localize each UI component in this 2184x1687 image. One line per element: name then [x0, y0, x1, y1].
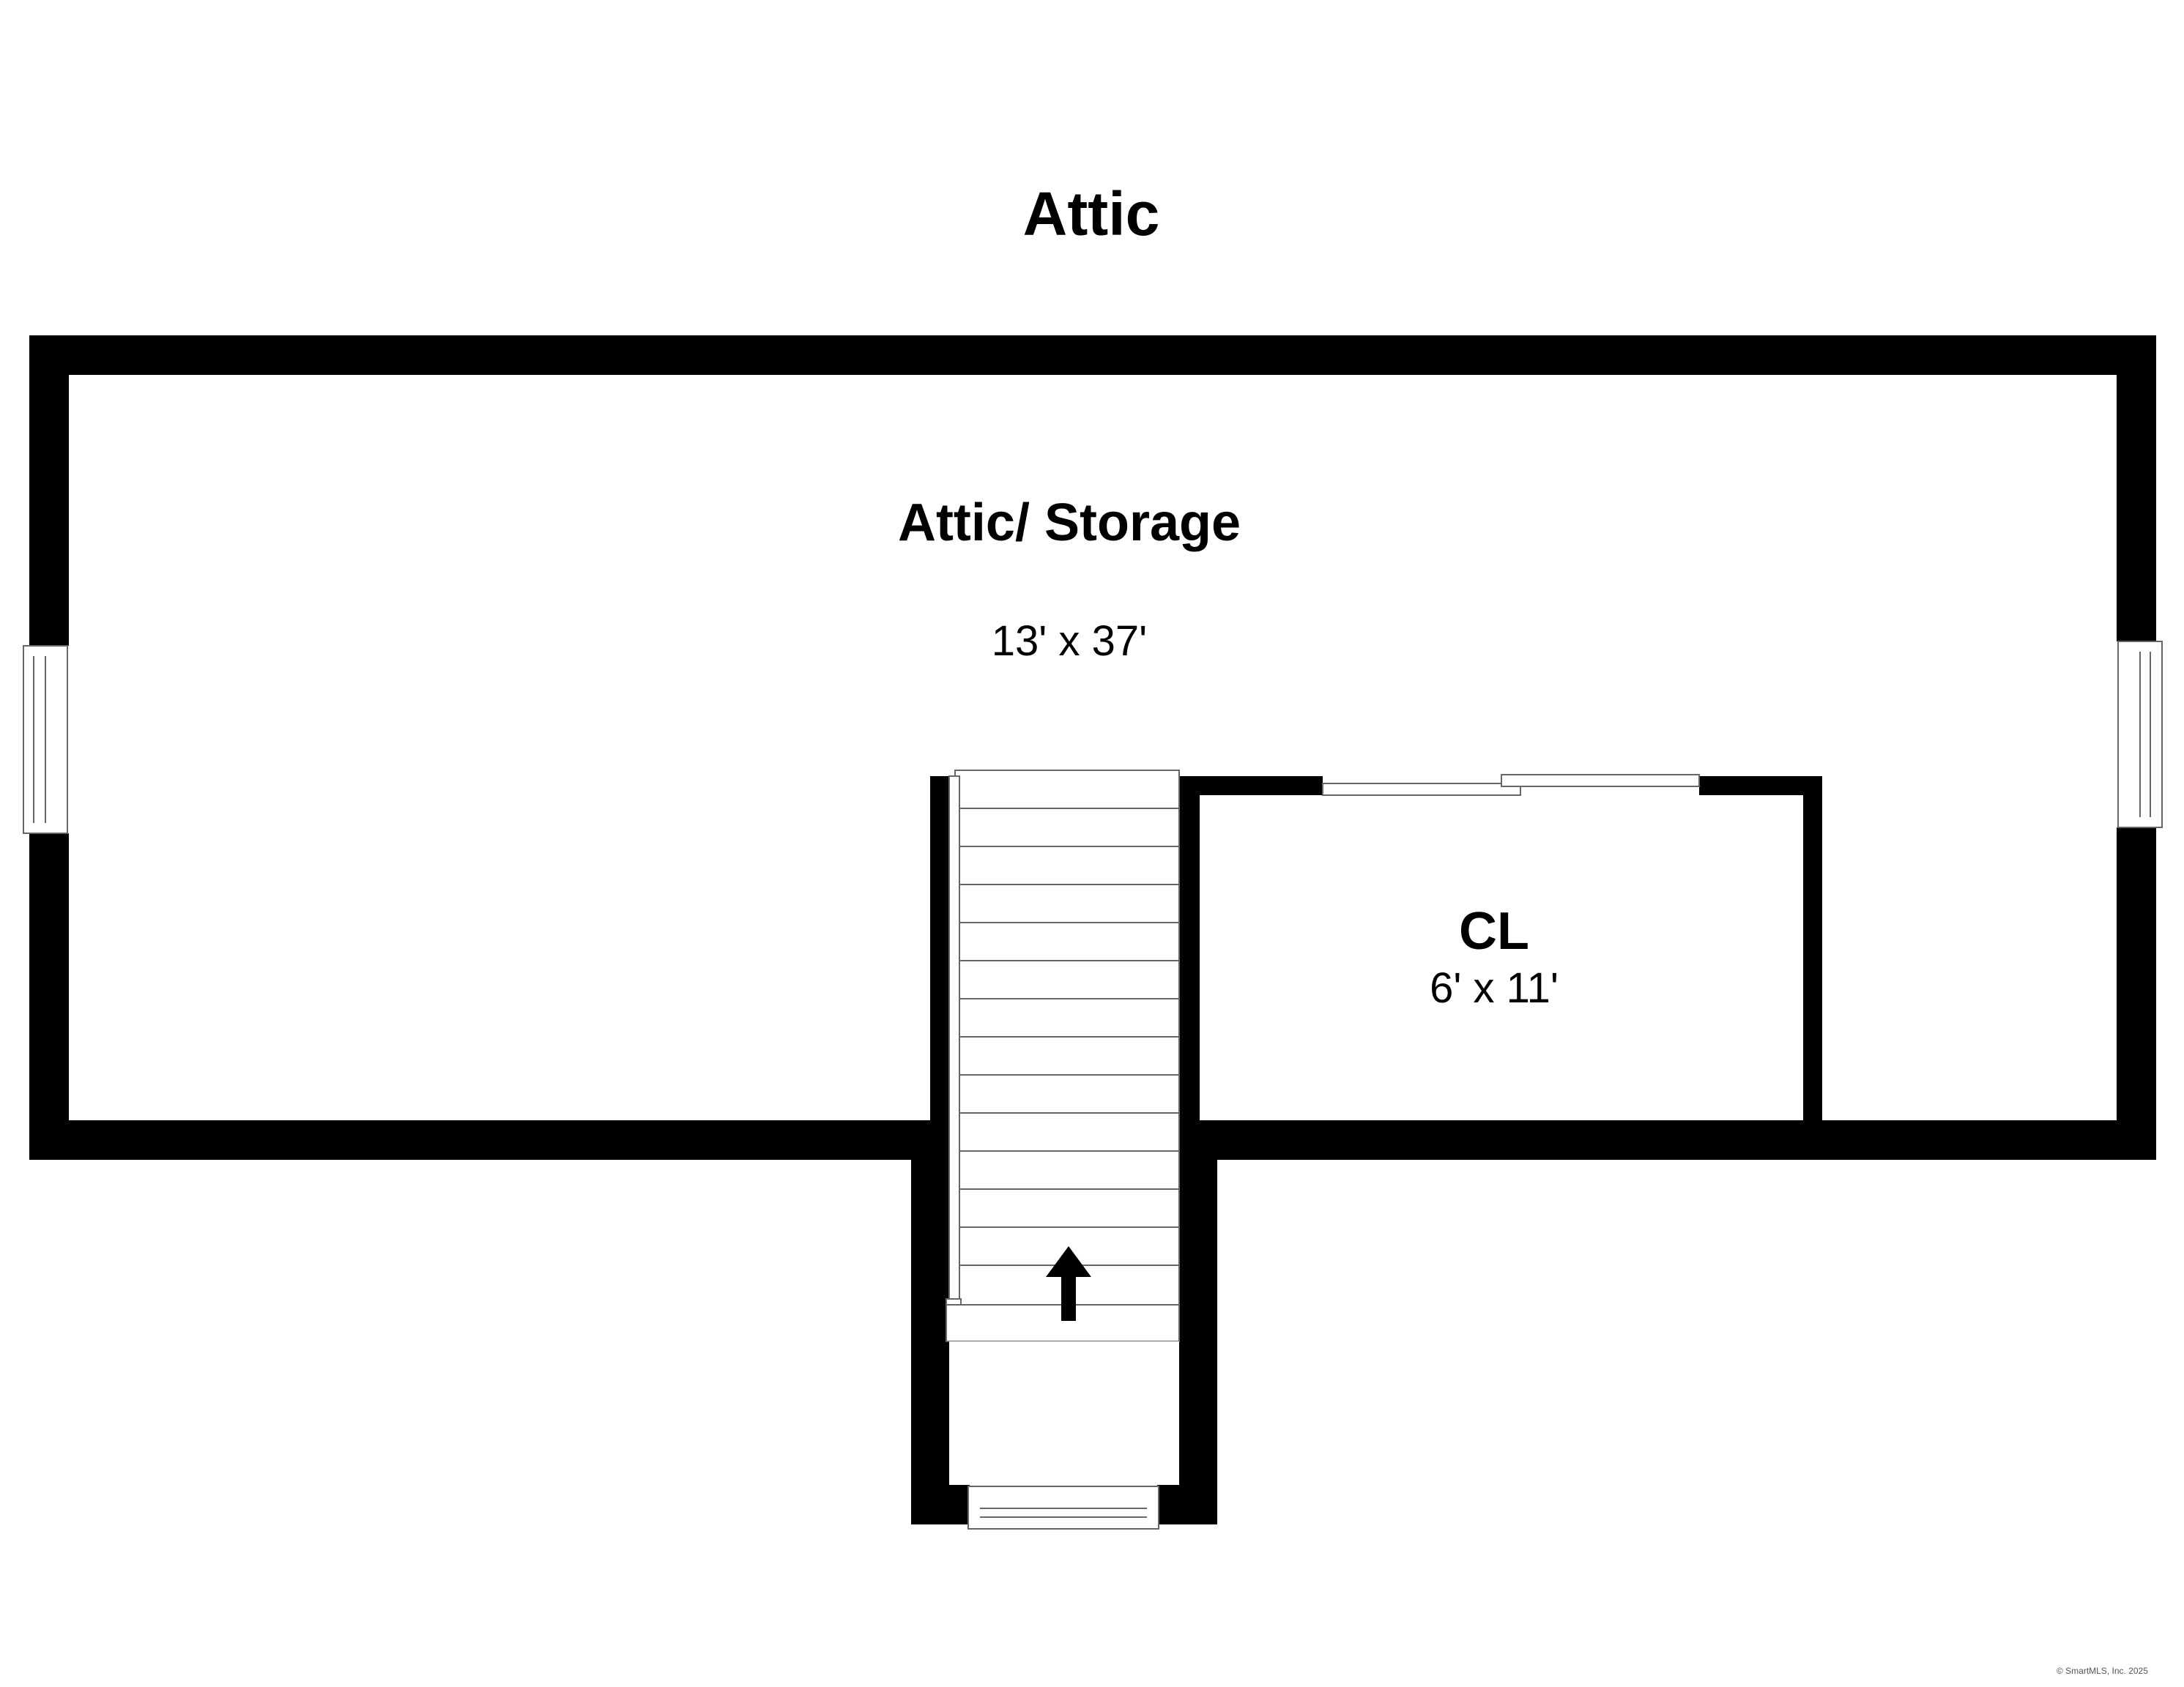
closet-walls	[1179, 776, 1822, 1123]
staircase	[946, 770, 1180, 1485]
copyright-notice: © SmartMLS, Inc. 2025	[2057, 1666, 2148, 1676]
exterior-walls	[29, 335, 2156, 1524]
room-dimensions-attic-storage: 13' x 37'	[991, 617, 1148, 665]
room-name-closet: CL	[1459, 902, 1529, 961]
window-icon	[23, 641, 2163, 1530]
floor-title: Attic	[1022, 179, 1160, 248]
room-name-attic-storage: Attic/ Storage	[897, 494, 1241, 552]
sliding-door-icon	[1322, 774, 1700, 796]
up-arrow-icon	[1046, 1246, 1091, 1321]
room-dimensions-closet: 6' x 11'	[1430, 964, 1559, 1012]
